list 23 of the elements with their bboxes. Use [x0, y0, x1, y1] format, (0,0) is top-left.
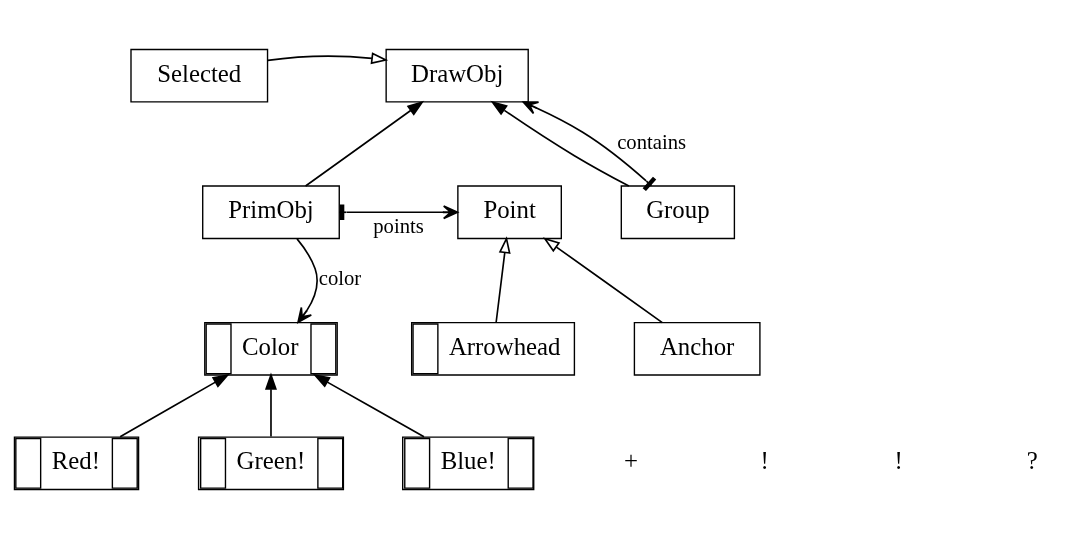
node-box: Anchor	[633, 321, 761, 376]
label: !	[894, 446, 903, 474]
arrow	[304, 100, 425, 187]
arrow	[312, 373, 425, 438]
node-box: Group	[620, 184, 736, 239]
node-box: DrawObj	[385, 48, 529, 103]
label: +	[623, 446, 638, 474]
label: ?	[1026, 446, 1038, 474]
arrow	[119, 373, 230, 438]
arrow	[522, 100, 657, 191]
arrow	[266, 51, 389, 64]
node-box: Selected	[130, 48, 269, 103]
arrow	[490, 100, 630, 187]
arrow	[296, 237, 318, 323]
edge-label: contains	[617, 130, 687, 153]
node-box: Point	[457, 184, 562, 239]
arrow	[495, 235, 511, 323]
arrow	[265, 372, 277, 437]
label: !	[760, 446, 769, 474]
arrow	[542, 236, 664, 323]
edge-label: color	[318, 266, 362, 289]
node-box: PrimObj	[202, 184, 340, 239]
edge-label: points	[373, 214, 424, 237]
